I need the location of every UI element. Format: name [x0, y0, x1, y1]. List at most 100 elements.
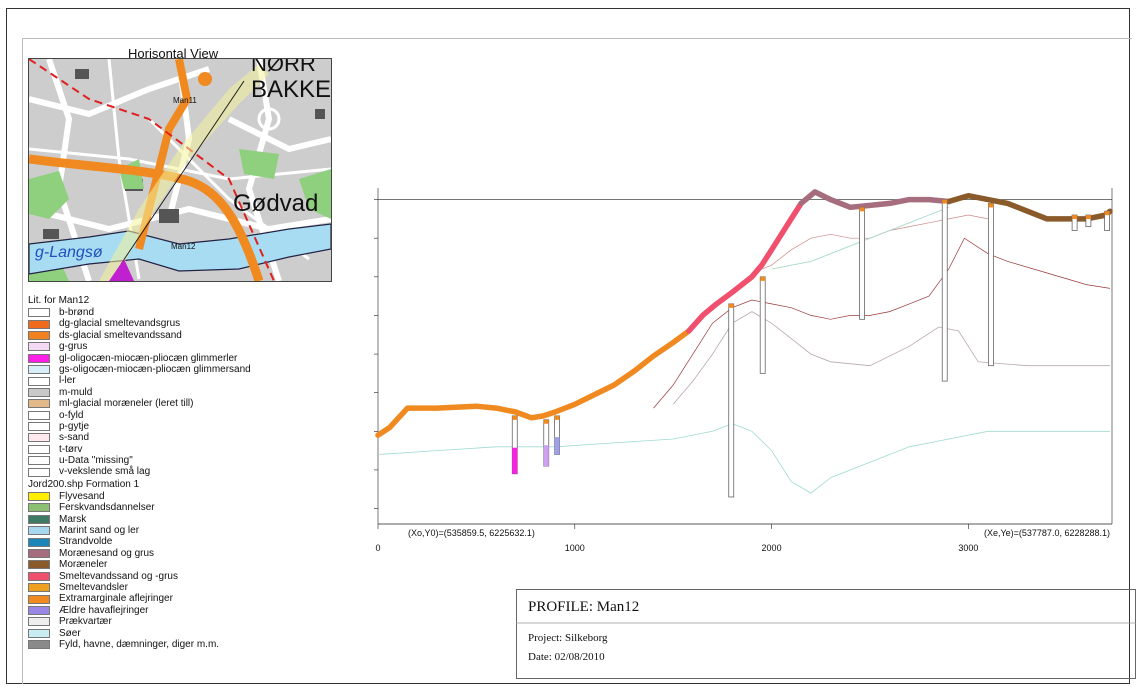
legend-lithology-label: gs-oligocæn-miocæn-pliocæn glimmersand: [59, 363, 251, 375]
legend-formation-swatch: [28, 526, 50, 536]
legend-lithology-label: ml-glacial moræneler (leret till): [59, 398, 194, 410]
date-label: Date: 02/08/2010: [528, 651, 605, 663]
legend-formation-label: Extramarginale aflejringer: [59, 593, 173, 605]
legend-formation-label: Morænesand og grus: [59, 547, 155, 559]
start-coordinate-annotation: (Xo,Y0)=(535859.5, 6225632.1): [408, 528, 535, 538]
legend-formation-swatch: [28, 571, 50, 581]
legend-lithology-swatch: [28, 410, 50, 420]
layer-boundary-line: [672, 311, 1110, 405]
legend-section-formation-title: Jord200.shp Formation 1: [28, 478, 140, 490]
legend-formation-item: Søer: [28, 628, 328, 639]
legend-lithology-item: v-vekslende små lag: [28, 466, 328, 477]
legend-lithology-item: gl-oligocæn-miocæn-pliocæn glimmerler: [28, 353, 328, 364]
legend-formation-item: Flyvesand: [28, 491, 328, 502]
legend-formation-label: Ældre havaflejringer: [59, 604, 149, 616]
borehole-top-layer: [988, 203, 994, 208]
map-label-north-2: BAKKE: [251, 76, 331, 103]
legend-formation-label: Strandvolde: [59, 536, 113, 548]
legend-formation-swatch: [28, 503, 50, 513]
legend-lithology-item: m-muld: [28, 387, 328, 398]
borehole-top-layer: [1104, 211, 1110, 216]
legend-lithology-swatch: [28, 456, 50, 466]
borehole-top-layer: [1072, 215, 1078, 220]
legend-lithology-item: b-brønd: [28, 307, 328, 318]
legend-lithology-item: l-ler: [28, 375, 328, 386]
legend-formation-item: Strandvolde: [28, 536, 328, 547]
borehole-top-layer: [728, 303, 734, 308]
legend-lithology-swatch: [28, 319, 50, 329]
legend-formation-item: Moræneler: [28, 559, 328, 570]
legend-formation-item: Marsk: [28, 514, 328, 525]
borehole-lower-layer: [543, 445, 549, 467]
borehole-top-layer: [942, 199, 948, 204]
legend-lithology-swatch: [28, 433, 50, 443]
profile-title: PROFILE: Man12: [528, 599, 640, 615]
map-label-man12: Man12: [171, 242, 196, 251]
legend-lithology-item: o-fyld: [28, 410, 328, 421]
layer-boundary-line: [653, 237, 1111, 409]
legend-formation-item: Smeltevandsler: [28, 582, 328, 593]
borehole: [759, 276, 766, 374]
legend-lithology-label: m-muld: [59, 386, 93, 398]
legend-formation-item: Ferskvandsdannelser: [28, 502, 328, 513]
legend-lithology-item: p-gytje: [28, 421, 328, 432]
legend-lithology-item: u-Data "missing": [28, 455, 328, 466]
legend-lithology-label: v-vekslende små lag: [59, 466, 151, 478]
borehole: [859, 206, 865, 320]
title-block: PROFILE: Man12 Project: Silkeborg Date: …: [516, 589, 1136, 679]
legend-formation-label: Smeltevandssand og -grus: [59, 570, 178, 582]
legend-lithology-label: s-sand: [59, 432, 90, 444]
legend-formation-swatch: [28, 537, 50, 547]
legend-lithology-swatch: [28, 353, 50, 363]
legend-formation-label: Moræneler: [59, 559, 108, 571]
legend-lithology-item: s-sand: [28, 432, 328, 443]
legend-formation-swatch: [28, 560, 50, 570]
legend-formation-swatch: [28, 640, 50, 650]
legend-lithology-label: b-brønd: [59, 307, 95, 318]
legend-formation-swatch: [28, 514, 50, 524]
map-drawing: NØRR BAKKE Man11 Gødvad Man12 g-Langsø: [29, 59, 331, 281]
legend-formation-swatch: [28, 594, 50, 604]
legend-lithology-label: dg-glacial smeltevandsgrus: [59, 318, 181, 330]
end-coordinate-annotation: (Xe,Ye)=(537787.0, 6228288.1): [984, 528, 1110, 538]
legend-formation-label: Smeltevandsler: [59, 581, 128, 593]
legend-lithology-swatch: [28, 342, 50, 352]
legend-lithology-item: gs-oligocæn-miocæn-pliocæn glimmersand: [28, 364, 328, 375]
borehole: [1104, 210, 1110, 231]
map-label-man11: Man11: [173, 96, 197, 105]
legend-lithology-swatch: [28, 399, 50, 409]
layer-boundary-line: [377, 423, 1110, 494]
map-label-lake: g-Langsø: [35, 244, 103, 261]
terrain-segment: [945, 192, 1113, 222]
borehole-top-layer: [859, 207, 865, 212]
legend-formation-item: Morænesand og grus: [28, 548, 328, 559]
profile-plot[interactable]: 010203040506070800100020003000(Xo,Y0)=(5…: [336, 180, 1130, 565]
legend-formation-item: Fyld, havne, dæmninger, diger m.m.: [28, 639, 328, 650]
legend-lithology-item: ml-glacial moræneler (leret till): [28, 398, 328, 409]
legend-lithology-label: t-tørv: [59, 443, 83, 455]
legend-formation-item: Ældre havaflejringer: [28, 605, 328, 616]
inner-border-top: [22, 38, 1132, 39]
project-label: Project: Silkeborg: [528, 632, 608, 644]
legend-lithology-label: ds-glacial smeltevandssand: [59, 329, 182, 341]
x-tick-label: 2000: [762, 543, 782, 553]
legend-formation-swatch: [28, 617, 50, 627]
legend-lithology-swatch: [28, 376, 50, 386]
legend-section-lithology-title: Lit. for Man12: [28, 295, 90, 306]
page-frame: [6, 8, 1130, 684]
map-label-north-1: NØRR: [251, 59, 316, 76]
terrain-segment: [375, 328, 692, 438]
legend-lithology-label: g-grus: [59, 341, 88, 353]
map-title: Horisontal View: [128, 46, 219, 61]
terrain-segment: [798, 189, 952, 211]
x-tick-label: 0: [375, 543, 380, 553]
legend-lithology-item: g-grus: [28, 341, 328, 352]
legend-formation-item: Extramarginale aflejringer: [28, 593, 328, 604]
borehole-top-layer: [760, 276, 766, 281]
legend-lithology-swatch: [28, 330, 50, 340]
legend-lithology-label: u-Data "missing": [59, 455, 133, 467]
legend-formation-label: Marsk: [59, 513, 87, 525]
horizontal-view-map[interactable]: NØRR BAKKE Man11 Gødvad Man12 g-Langsø: [28, 58, 332, 282]
